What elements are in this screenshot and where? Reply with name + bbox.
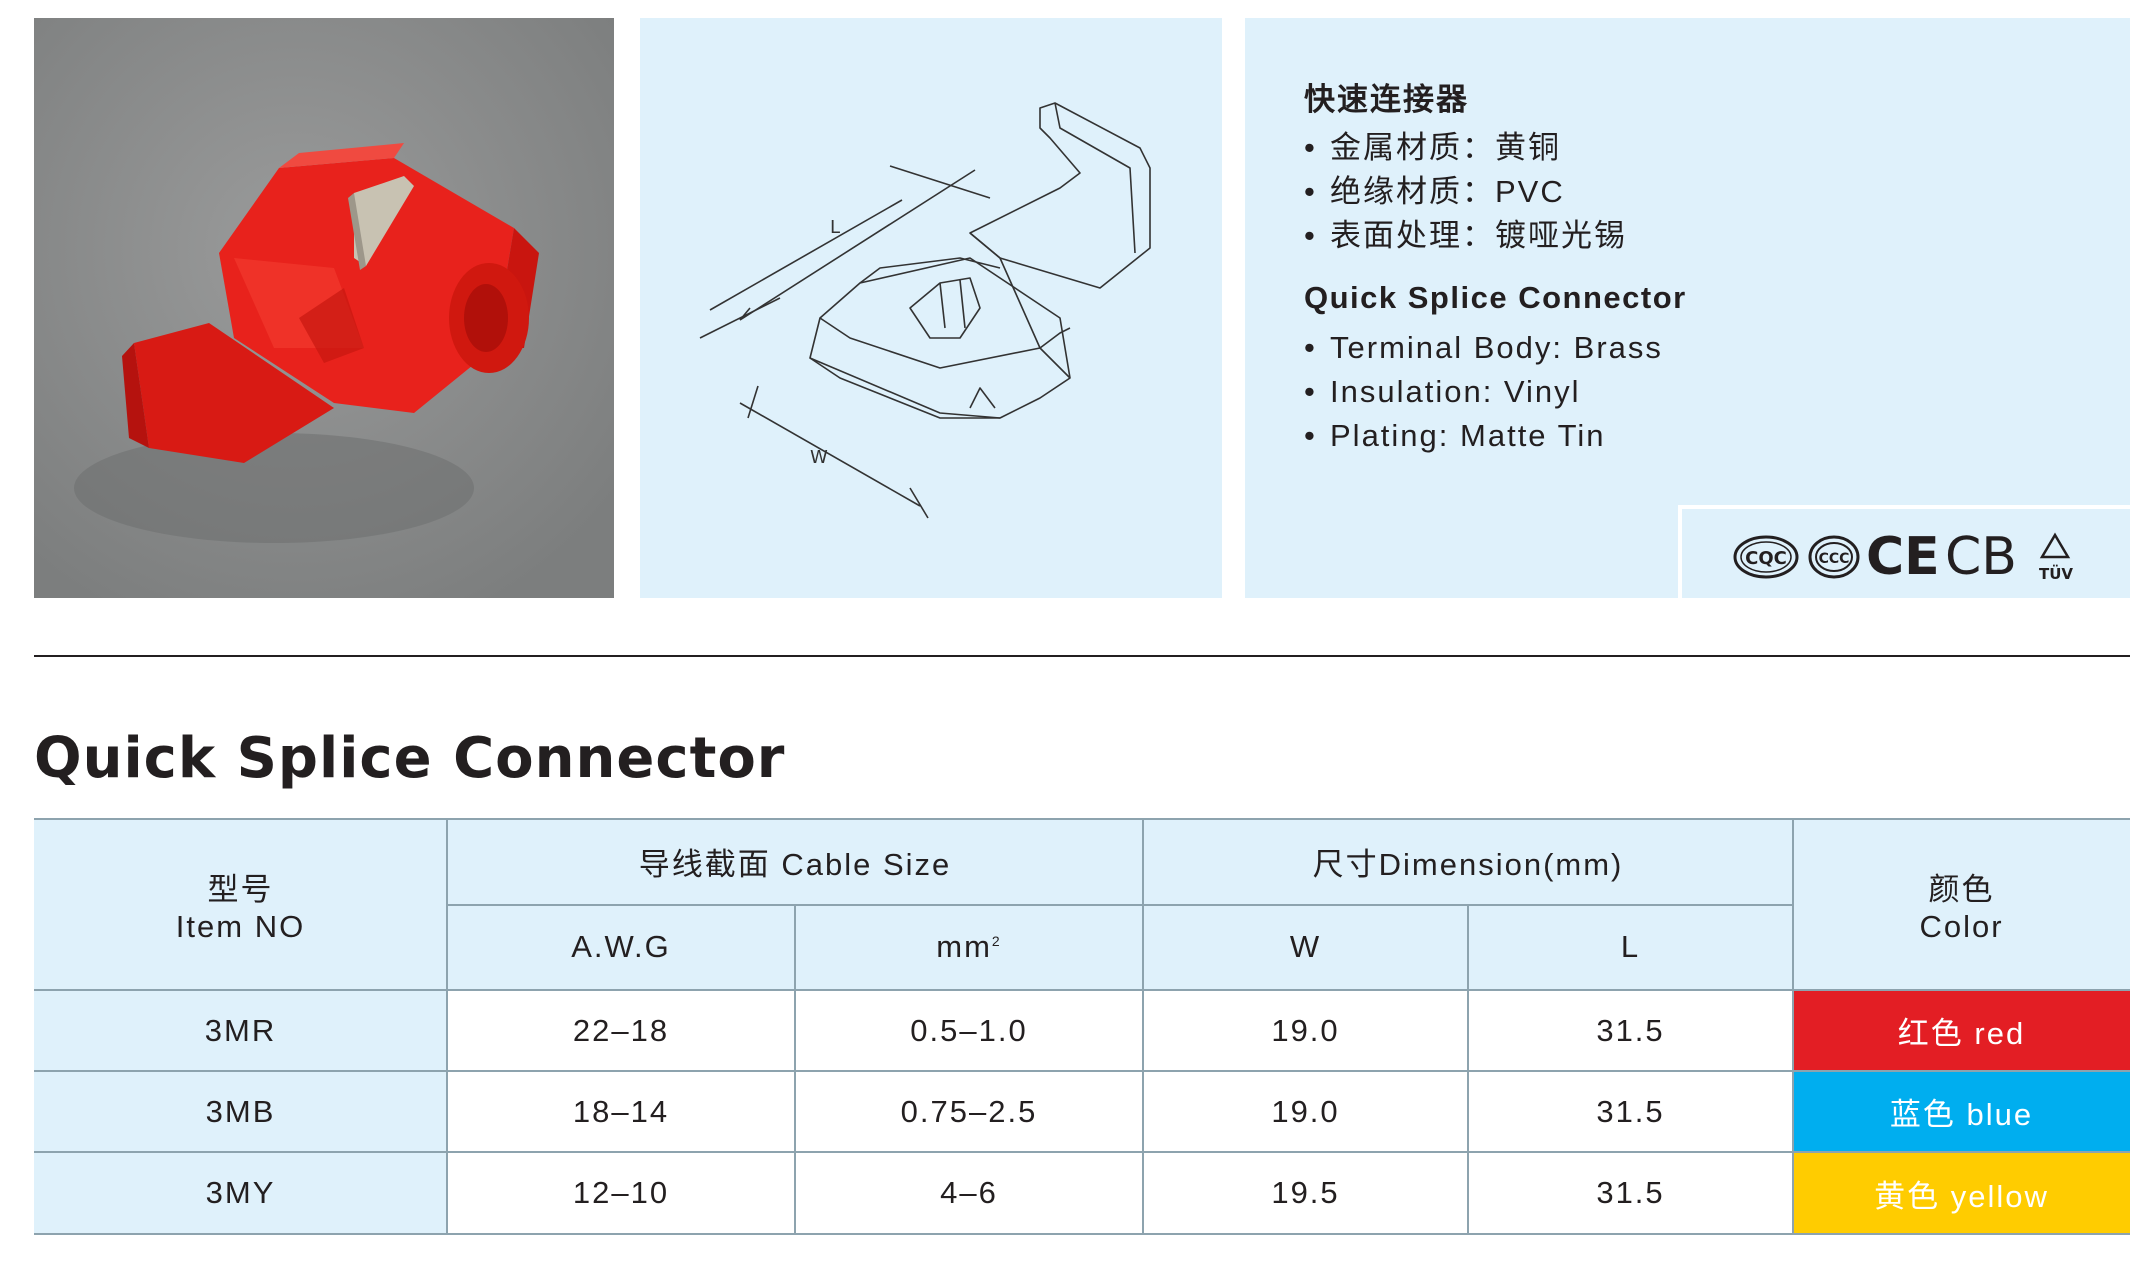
bullet-icon: • [1304,174,1317,209]
header-item-en: Item NO [175,908,306,944]
header-mm2-superscript: 2 [991,933,1002,949]
table-cell-l: 31.5 [1468,1152,1793,1234]
table-cell-color-yellow: 黄色 yellow [1793,1152,2130,1234]
bullet-icon: • [1304,130,1317,165]
table-cell-item: 3MR [34,990,447,1071]
table-border [1467,904,1469,1235]
dimension-label-w: W [810,447,828,468]
table-border [794,904,796,1235]
table-cell-awg: 22–18 [447,990,795,1071]
table-cell-mm2: 4–6 [795,1152,1143,1234]
spec-value: 镀哑光锡 [1495,218,1627,253]
header-cable-size: 导线截面 Cable Size [447,818,1143,904]
table-border [447,904,1793,906]
connector-line-drawing: L W [699,102,1151,519]
certification-logos: CQC CCC CE CB TÜV [1678,505,2130,598]
cqc-logo-icon: CQC [1733,535,1799,579]
table-cell-awg: 18–14 [447,1071,795,1152]
table-border [34,1233,2130,1235]
bullet-icon: • [1304,218,1317,253]
svg-text:TÜV: TÜV [2039,564,2073,583]
specifications-panel: 快速连接器 • 金属材质：黄铜 • 绝缘材质：PVC • 表面处理：镀哑光锡 Quic… [1245,18,2130,598]
header-l: L [1468,904,1793,990]
spec-label: 表面处理： [1330,218,1495,253]
spec-item-en: • Terminal Body: Brass [1304,330,1663,366]
ce-logo-icon: CE [1866,527,1940,587]
table-cell-awg: 12–10 [447,1152,795,1234]
header-item-cn: 型号 [207,871,274,907]
spec-value: PVC [1495,174,1565,209]
bullet-icon: • [1304,374,1317,409]
spec-text: Plating: Matte Tin [1330,418,1606,453]
table-cell-l: 31.5 [1468,1071,1793,1152]
connector-photo-image [34,18,614,598]
ccc-logo-icon: CCC [1808,535,1860,579]
table-border [34,1151,2130,1153]
table-cell-item: 3MY [34,1152,447,1234]
table-cell-mm2: 0.5–1.0 [795,990,1143,1071]
header-w: W [1143,904,1468,990]
spec-label: 绝缘材质： [1330,174,1495,209]
spec-title-en: Quick Splice Connector [1304,280,1687,315]
spec-text: Insulation: Vinyl [1330,374,1581,409]
header-awg: A.W.G [447,904,795,990]
svg-text:CCC: CCC [1819,551,1850,567]
product-photo [34,18,614,598]
spec-text: Terminal Body: Brass [1330,330,1663,365]
certification-marks: CQC CCC CE CB TÜV [1733,527,2073,587]
table-cell-item: 3MB [34,1071,447,1152]
header-dimension: 尺寸Dimension(mm) [1143,818,1793,904]
table-cell-w: 19.5 [1143,1152,1468,1234]
table-cell-color-red: 红色 red [1793,990,2130,1071]
table-cell-w: 19.0 [1143,990,1468,1071]
header-item-no: 型号 Item NO [34,818,447,990]
table-cell-l: 31.5 [1468,990,1793,1071]
spec-title-cn: 快速连接器 [1304,82,1469,117]
table-border [34,818,2130,820]
svg-text:CQC: CQC [1745,548,1787,569]
spec-item-en: • Plating: Matte Tin [1304,418,1606,454]
table-cell-w: 19.0 [1143,1071,1468,1152]
table-cell-mm2: 0.75–2.5 [795,1071,1143,1152]
header-mm2-unit: mm [936,929,992,964]
table-border [1792,818,1794,1235]
header-color: 颜色 Color [1793,818,2130,990]
spec-item-cn: • 金属材质：黄铜 [1304,122,1561,167]
table-border [34,989,2130,991]
table-border [446,818,448,1235]
tuv-logo-icon: TÜV [2039,532,2073,583]
header-color-en: Color [1919,908,2004,944]
spec-item-cn: • 表面处理：镀哑光锡 [1304,210,1627,255]
spec-item-en: • Insulation: Vinyl [1304,374,1581,410]
spec-item-cn: • 绝缘材质：PVC [1304,166,1565,211]
section-title: Quick Splice Connector [34,726,786,791]
header-color-cn: 颜色 [1928,871,1995,907]
bullet-icon: • [1304,330,1317,365]
table-cell-color-blue: 蓝色 blue [1793,1071,2130,1152]
table-border [1142,818,1144,1235]
technical-drawing: L W [640,18,1222,598]
spec-value: 黄铜 [1495,130,1561,165]
table-border [34,1070,2130,1072]
bullet-icon: • [1304,418,1317,453]
dimension-label-l: L [830,217,840,238]
spec-label: 金属材质： [1330,130,1495,165]
specification-table: 型号 Item NO 导线截面 Cable Size 尺寸Dimension(m… [34,818,2130,1238]
section-divider [34,655,2130,657]
cb-logo-icon: CB [1945,527,2017,587]
